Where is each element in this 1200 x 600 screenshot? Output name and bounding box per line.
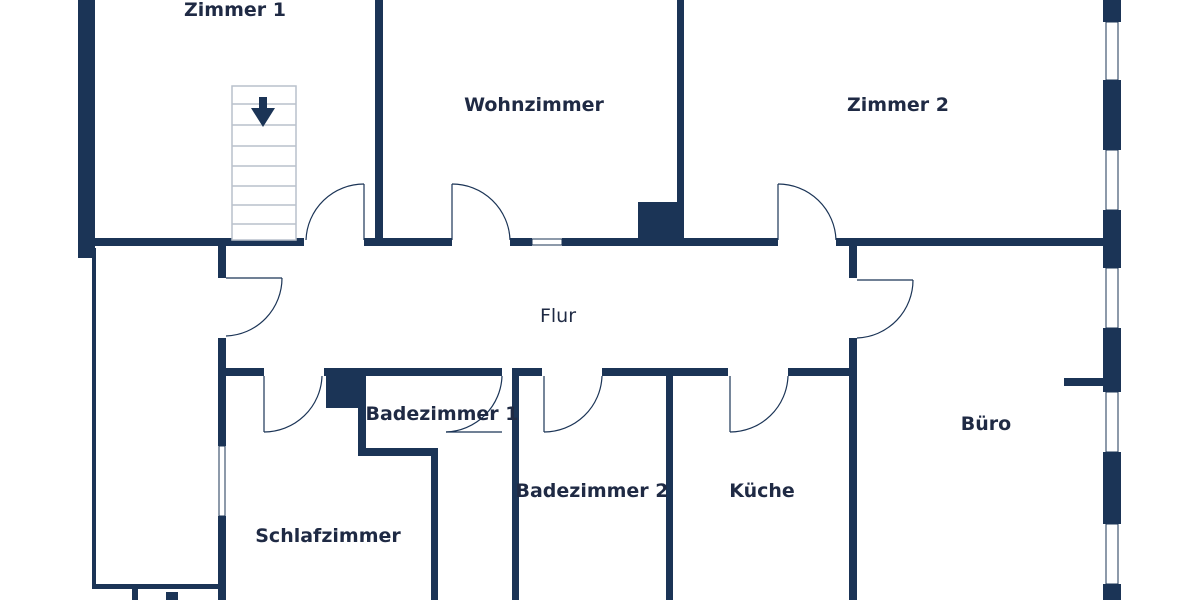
wall-bad1-bad2 xyxy=(512,376,519,600)
wall-left-upper xyxy=(78,0,95,258)
wall-wohn-z2 xyxy=(677,0,684,240)
window-right-3 xyxy=(1105,267,1119,329)
chimney-lower xyxy=(326,374,362,408)
window-right-1 xyxy=(1105,21,1119,81)
door-strip-arc xyxy=(225,277,283,337)
wall-flur-bottom-3 xyxy=(512,368,542,376)
wall-flur-top-4 xyxy=(562,238,778,246)
room-label-kueche: Küche xyxy=(729,480,795,502)
room-label-flur: Flur xyxy=(540,305,576,327)
wall-flur-top-3 xyxy=(510,238,532,246)
wall-strip-flur-3 xyxy=(218,516,226,600)
door-zimmer1-arc xyxy=(305,183,365,241)
door-zimmer2-arc xyxy=(777,183,837,241)
window-right-4 xyxy=(1105,391,1119,453)
wall-buero-stub xyxy=(1064,378,1104,386)
room-label-zimmer2: Zimmer 2 xyxy=(847,94,949,116)
wall-bottom-feature-1 xyxy=(132,588,138,600)
wall-bad1-left xyxy=(358,376,366,456)
wall-left-bottom xyxy=(92,584,222,589)
wall-strip-flur-2 xyxy=(218,338,226,446)
door-bad1-arc xyxy=(445,375,503,433)
wall-flur-bottom-5 xyxy=(788,368,852,376)
wall-flur-bottom-4 xyxy=(602,368,728,376)
wall-bad1-right-lower xyxy=(431,448,438,600)
window-right-2 xyxy=(1105,149,1119,211)
room-label-schlafzimmer: Schlafzimmer xyxy=(255,525,401,547)
room-label-badezimmer1: Badezimmer 1 xyxy=(365,403,518,425)
window-right-5 xyxy=(1105,523,1119,585)
wall-bad1-bottom xyxy=(358,448,438,456)
wall-flur-top-2 xyxy=(364,238,452,246)
window-wohnzimmer xyxy=(531,238,563,246)
room-label-zimmer1: Zimmer 1 xyxy=(184,0,286,21)
wall-strip-flur-1 xyxy=(218,246,226,278)
wall-bad2-kueche xyxy=(666,376,673,600)
door-kueche-arc xyxy=(729,375,789,433)
staircase xyxy=(231,85,297,241)
wall-flur-buero-2 xyxy=(849,338,857,600)
wall-flur-top-5 xyxy=(836,238,1104,246)
wall-right-1 xyxy=(1103,0,1121,22)
room-label-wohnzimmer: Wohnzimmer xyxy=(464,94,604,116)
wall-flur-top-1 xyxy=(92,238,304,246)
wall-right-2 xyxy=(1103,80,1121,150)
room-label-buero: Büro xyxy=(961,413,1011,435)
window-strip xyxy=(218,445,226,517)
door-schlafzimmer-arc xyxy=(263,375,323,433)
door-buero-arc xyxy=(856,279,914,339)
wall-z1-wohn xyxy=(375,0,383,240)
wall-left-lower xyxy=(92,248,96,588)
wall-flur-buero-1 xyxy=(849,246,857,278)
wall-right-3 xyxy=(1103,210,1121,268)
staircase-down-arrow-icon xyxy=(251,97,275,127)
wall-right-4 xyxy=(1103,328,1121,392)
wall-flur-bottom-1 xyxy=(226,368,264,376)
wall-right-5 xyxy=(1103,452,1121,524)
wall-right-6 xyxy=(1103,584,1121,600)
wall-flur-bottom-2 xyxy=(324,368,502,376)
door-bad2-arc xyxy=(543,375,603,433)
room-label-badezimmer2: Badezimmer 2 xyxy=(515,480,668,502)
door-wohnzimmer-arc xyxy=(451,183,511,241)
wall-bottom-feature-2 xyxy=(166,592,178,600)
chimney-upper xyxy=(638,202,680,240)
